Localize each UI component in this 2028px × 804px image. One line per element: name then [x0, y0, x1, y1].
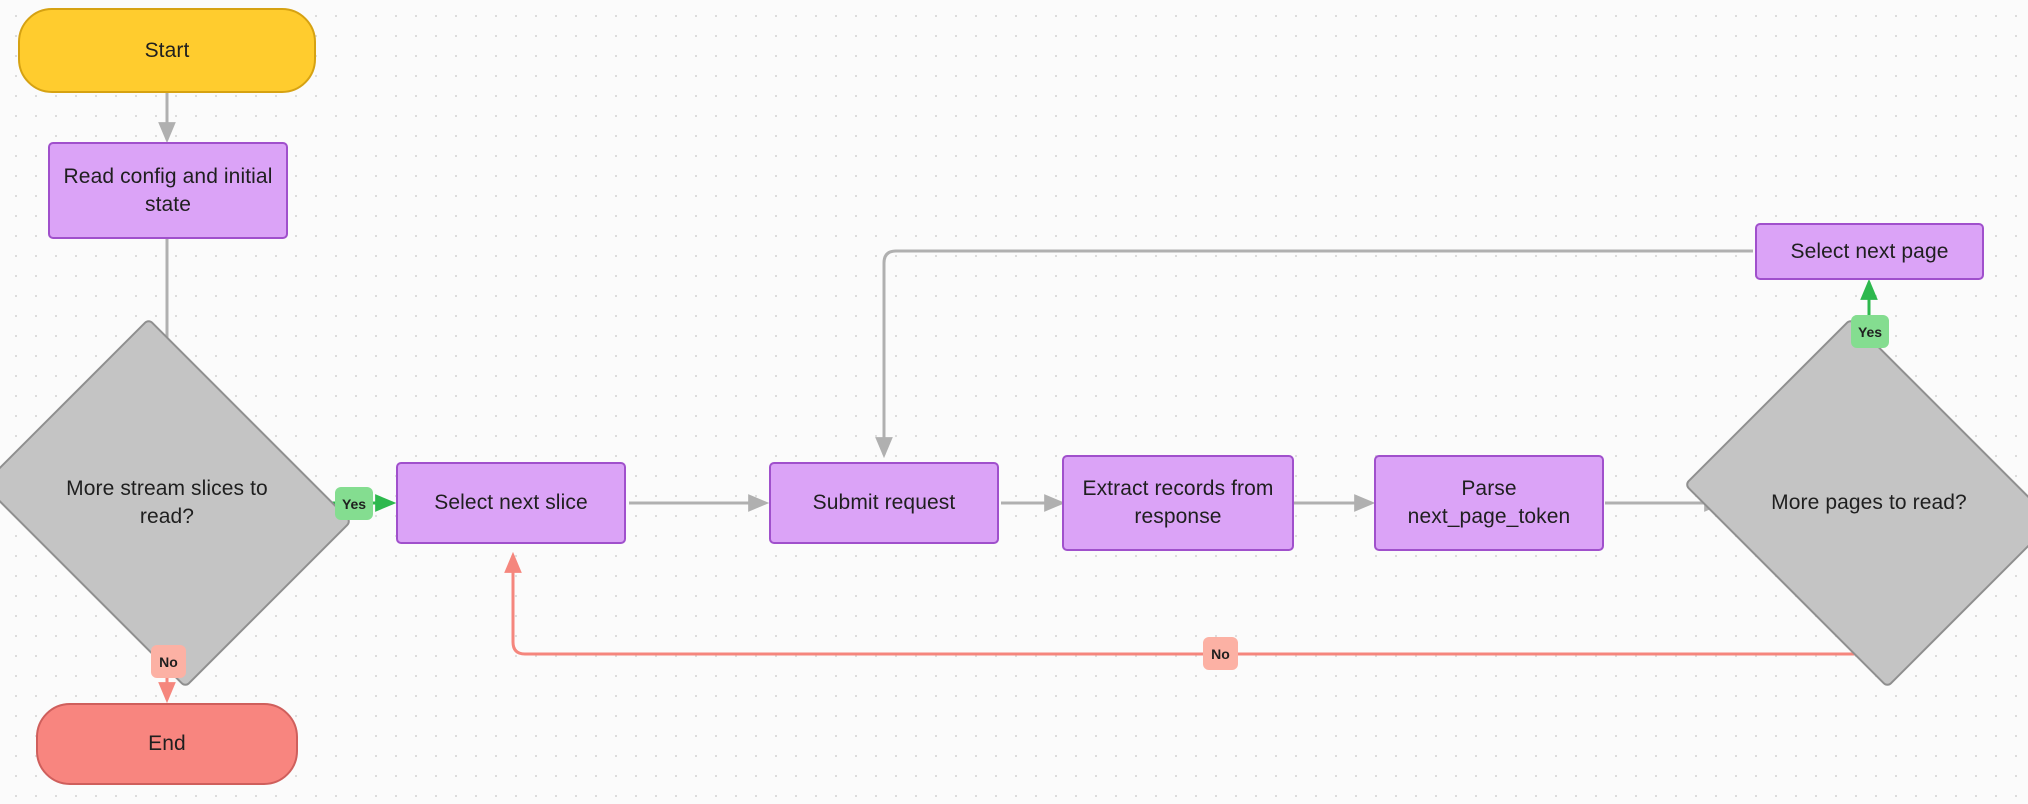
edge-select-page-to-submit-request: [875, 249, 1753, 459]
edge-label-pages-yes-text: Yes: [1857, 323, 1883, 340]
node-more-stream-slices[interactable]: More stream slices to read?: [0, 317, 353, 689]
node-select-next-page-label: Select next page: [1790, 239, 1949, 263]
node-select-next-slice-label: Select next slice: [434, 491, 588, 515]
edge-label-slices-yes: Yes: [335, 487, 373, 520]
node-start[interactable]: Start: [18, 8, 316, 93]
node-extract-records-label: Extract records from response: [1082, 477, 1274, 528]
node-submit-request[interactable]: Submit request: [769, 462, 999, 544]
edge-label-slices-no: No: [151, 645, 186, 678]
node-end[interactable]: End: [36, 703, 298, 785]
node-parse-next-page-token-label: Parse next_page_token: [1407, 477, 1571, 528]
edge-more-pages-no-to-select-slice: [504, 551, 1871, 656]
node-read-config-label: Read config and initial state: [63, 164, 273, 216]
edge-label-pages-no: No: [1203, 637, 1238, 670]
node-parse-next-page-token[interactable]: Parse next_page_token: [1374, 455, 1604, 551]
edge-label-pages-no-text: No: [1211, 645, 1230, 662]
edge-label-slices-yes-text: Yes: [341, 495, 367, 512]
node-select-next-slice[interactable]: Select next slice: [396, 462, 626, 544]
edge-label-pages-yes: Yes: [1851, 315, 1889, 348]
node-extract-records[interactable]: Extract records from response: [1062, 455, 1294, 551]
node-more-pages[interactable]: More pages to read?: [1683, 317, 2028, 689]
node-more-pages-label: More pages to read?: [1771, 491, 1967, 515]
node-end-label: End: [148, 732, 186, 756]
node-read-config[interactable]: Read config and initial state: [48, 142, 288, 239]
node-select-next-page[interactable]: Select next page: [1755, 223, 1984, 280]
edge-label-slices-no-text: No: [159, 653, 178, 670]
node-more-stream-slices-label: More stream slices to read?: [66, 477, 268, 528]
node-start-label: Start: [144, 38, 190, 62]
node-submit-request-label: Submit request: [812, 491, 956, 515]
